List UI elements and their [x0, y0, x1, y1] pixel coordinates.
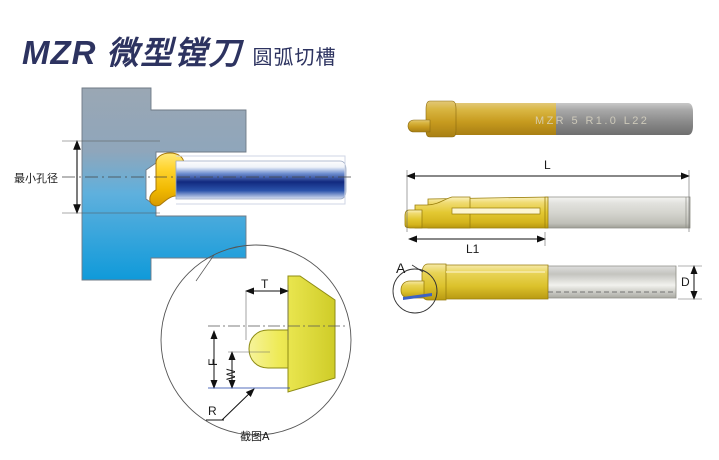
side-flute [451, 207, 541, 215]
workpiece-section [81, 87, 247, 281]
dimension-line-r [221, 388, 255, 421]
detail-circle-boundary [160, 244, 352, 436]
tool-iso-dimension-view [392, 263, 702, 314]
tool-coating-3d [448, 103, 556, 135]
detail-leader [195, 254, 215, 282]
tool-3d-render: MZR 5 R1.0 L22 [407, 100, 693, 138]
product-title-cn: 微型镗刀 [106, 34, 243, 72]
page-title: MZR 微型镗刀 圆弧切槽 [22, 28, 337, 74]
dimension-label-D: D [681, 275, 690, 289]
dimension-label-L1: L1 [466, 242, 480, 256]
tool-head-3d [425, 100, 457, 138]
side-shank [544, 196, 691, 229]
cutting-tip-3d [407, 119, 431, 133]
cutting-insert [149, 152, 185, 207]
product-code: MZR [22, 34, 97, 71]
tool-side-dimension-view [404, 170, 691, 246]
iso-shank [544, 265, 677, 299]
bore-section-view [62, 87, 352, 281]
detail-view-a [160, 244, 352, 436]
bar-outline [176, 155, 346, 205]
dimension-label-f: F [206, 358, 220, 366]
iso-coating [439, 264, 549, 300]
min-bore-label: 最小孔径 [14, 172, 58, 185]
boring-bar-shaft [175, 160, 347, 200]
tool-engraving: MZR 5 R1.0 L22 [535, 115, 649, 127]
product-subtitle-cn: 圆弧切槽 [252, 45, 337, 69]
side-cutting-nose [404, 209, 423, 229]
dimension-label-L: L [544, 158, 551, 172]
iso-edge-highlight [403, 293, 432, 300]
dimension-label-r: R [208, 404, 217, 418]
callout-circle-a [392, 268, 438, 314]
dimension-label-w: W [224, 368, 238, 380]
callout-leader-a [411, 264, 424, 273]
detail-caption: 截图A [240, 430, 270, 443]
callout-label-a: A [396, 260, 406, 276]
dimension-label-t: T [261, 277, 269, 291]
detail-insert-profile [248, 275, 336, 393]
